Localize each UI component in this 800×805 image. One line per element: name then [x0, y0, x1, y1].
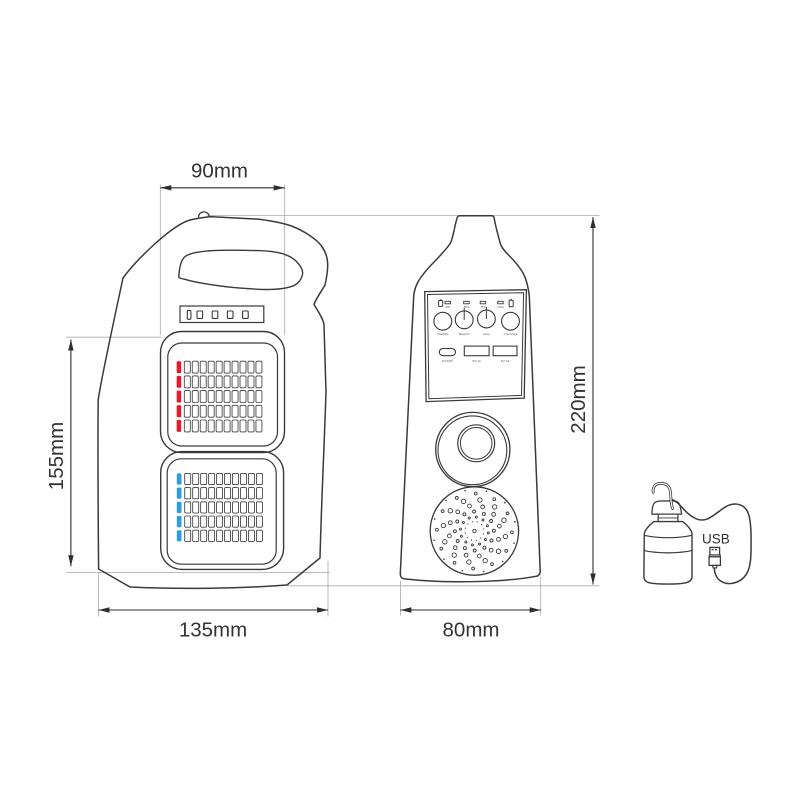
- svg-text:5V/ 2A: 5V/ 2A: [501, 359, 510, 363]
- svg-text:Lamp: Lamp: [483, 332, 490, 336]
- svg-text:25%: 25%: [445, 305, 451, 309]
- svg-text:90mm: 90mm: [191, 160, 248, 183]
- svg-text:Bluetooth: Bluetooth: [459, 332, 471, 336]
- svg-text:50%: 50%: [464, 305, 470, 309]
- svg-text:220mm: 220mm: [567, 365, 590, 433]
- svg-text:IN DC5V: IN DC5V: [442, 359, 453, 363]
- svg-text:80mm: 80mm: [443, 619, 500, 642]
- svg-text:100%: 100%: [497, 305, 504, 309]
- svg-text:5V/ 1A: 5V/ 1A: [472, 359, 481, 363]
- svg-text:Over-bridge: Over-bridge: [504, 332, 518, 336]
- svg-text:155mm: 155mm: [45, 422, 68, 490]
- svg-text:Flashlight: Flashlight: [437, 332, 448, 336]
- svg-text:75%: 75%: [480, 305, 486, 309]
- svg-text:USB: USB: [702, 532, 730, 547]
- svg-text:135mm: 135mm: [179, 619, 247, 642]
